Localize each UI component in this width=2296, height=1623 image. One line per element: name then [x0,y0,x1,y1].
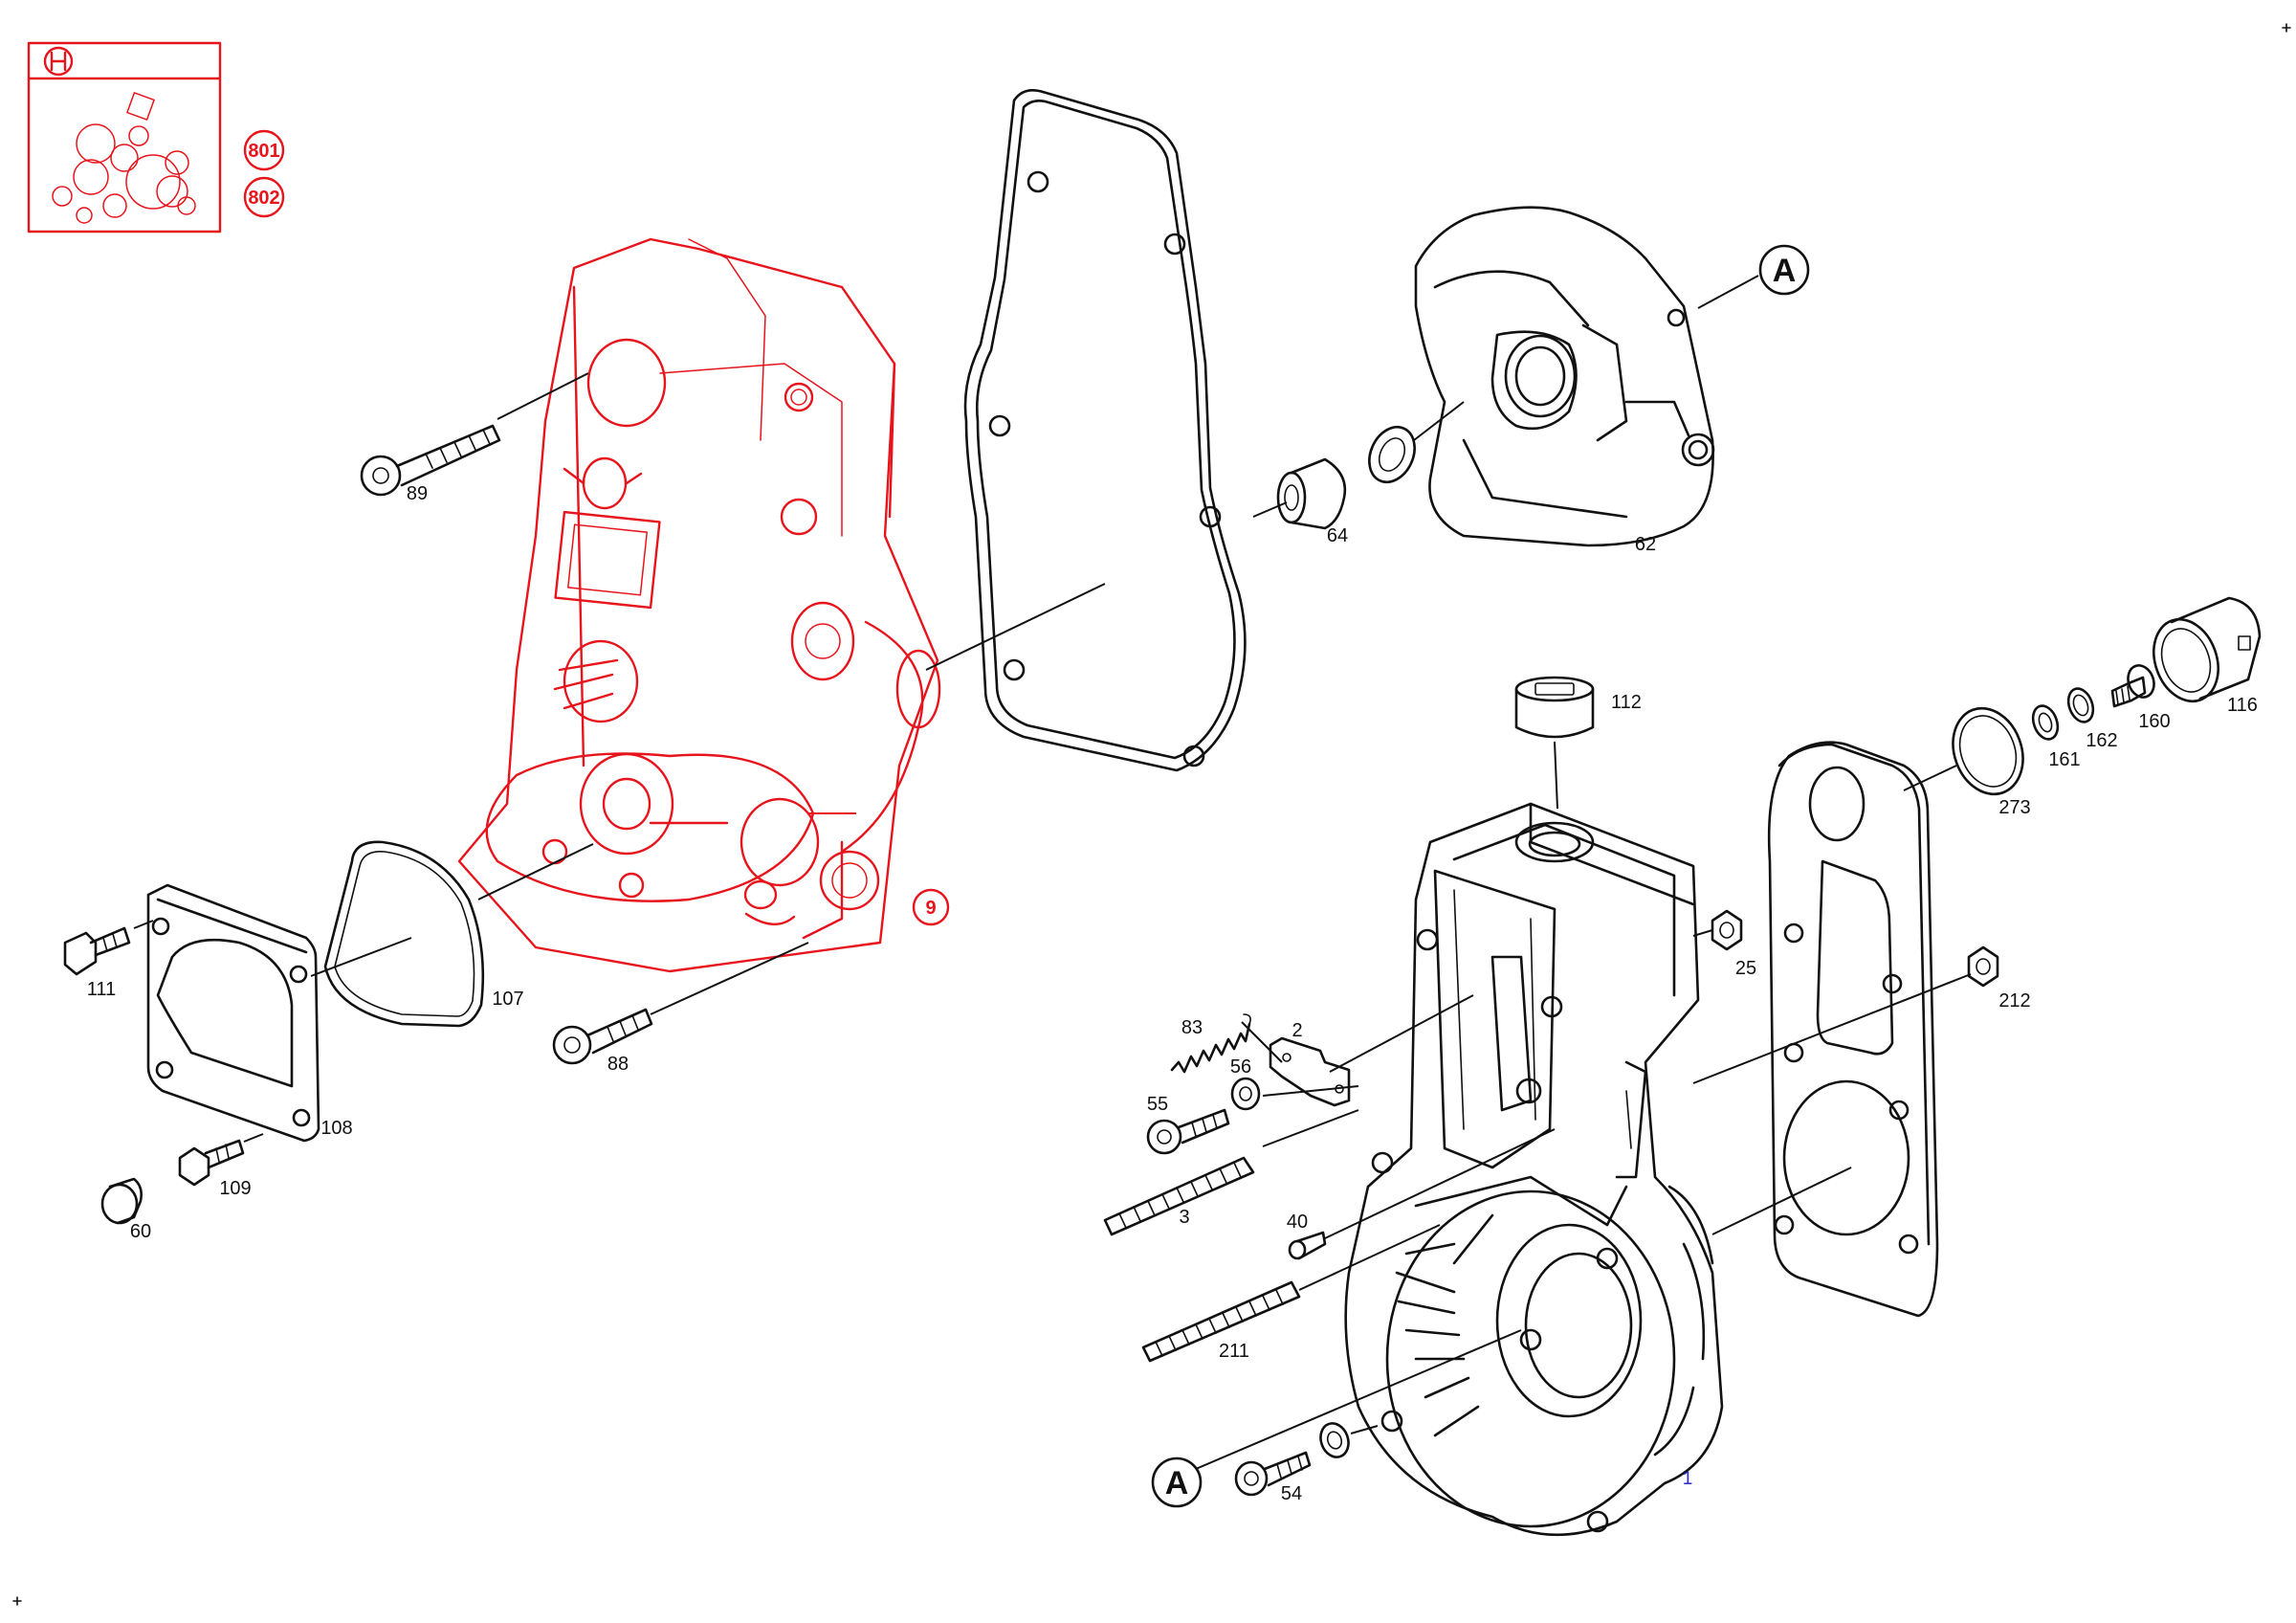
label-25: 25 [1735,958,1756,979]
seal-kit-box[interactable] [27,41,222,233]
marker-a-top-text: A [1773,253,1797,289]
label-83: 83 [1181,1017,1203,1038]
leader-40 [1324,1128,1556,1239]
leader-111 [133,920,154,929]
sleeve-116[interactable] [2143,596,2262,710]
washer-56[interactable] [1230,1077,1261,1111]
screw-54[interactable] [1234,1451,1312,1497]
label-116: 116 [2227,695,2258,716]
kit-802-badge[interactable]: 802 [243,176,285,218]
label-801: 801 [248,141,279,162]
bracket-2[interactable] [1269,1036,1351,1107]
label-54: 54 [1281,1483,1302,1504]
label-109: 109 [219,1178,251,1199]
leader-64-right [1413,401,1465,441]
label-88: 88 [607,1054,629,1075]
leader-107-housing [477,843,594,900]
label-40: 40 [1287,1212,1308,1233]
leader-64-left [1252,501,1288,518]
nut-212[interactable] [1967,945,1999,988]
label-64: 64 [1327,525,1348,546]
label-107: 107 [492,989,523,1010]
leader-112 [1554,741,1558,810]
nut-64[interactable] [1276,457,1347,530]
label-89: 89 [407,483,428,504]
label-211: 211 [1219,1341,1249,1362]
screw-88[interactable] [552,1008,653,1065]
screw-160[interactable] [2110,662,2158,708]
cap-60[interactable] [100,1177,143,1225]
governor-housing-9[interactable] [457,237,941,973]
label-62: 62 [1635,534,1656,555]
label-1: 1 [1683,1469,1693,1489]
leader-a-top [1697,275,1759,309]
seal-kit-icon [52,92,196,224]
upper-housing-62[interactable] [1414,206,1715,547]
leader-88 [650,942,809,1015]
oring-273[interactable] [1941,699,2034,804]
marker-a-bottom-text: A [1165,1465,1189,1501]
ref-marker-a-bottom[interactable]: A [1151,1456,1203,1508]
screw-89[interactable] [360,424,501,497]
leader-211 [1298,1224,1441,1291]
leader-gasket-right [1711,1167,1852,1235]
part-labels: 89 64 62 112 116 160 162 161 273 25 212 … [87,483,2258,1504]
label-161: 161 [2048,749,2080,770]
kit-801-badge[interactable]: 801 [243,129,285,171]
plug-112[interactable] [1514,676,1595,739]
gasket-right[interactable] [1767,741,1939,1318]
label-160: 160 [2138,711,2170,732]
stud-211[interactable] [1141,1280,1301,1363]
leader-54 [1350,1425,1379,1434]
main-housing-1[interactable] [1344,802,1724,1537]
leader-83 [1241,1021,1283,1063]
screw-55[interactable] [1146,1108,1230,1155]
label-60: 60 [130,1221,151,1242]
nut-25[interactable] [1711,909,1743,951]
label-108: 108 [320,1118,352,1139]
leader-109 [243,1133,264,1143]
screw-109[interactable] [178,1139,245,1187]
label-273: 273 [1998,797,2030,818]
label-112: 112 [1611,692,1642,713]
leader-89 [497,372,589,420]
label-55: 55 [1147,1094,1168,1115]
washer-64[interactable] [1360,420,1423,490]
corner-marks [12,23,2291,1606]
label-162: 162 [2086,730,2117,751]
label-212: 212 [1998,990,2030,1012]
leader-a-bottom [1195,1329,1522,1470]
gasket-large[interactable] [963,89,1247,772]
cover-108[interactable] [146,883,320,1143]
washer-161[interactable] [2029,702,2063,743]
part-9-badge[interactable]: 9 [912,888,950,926]
leader-107 [310,937,412,977]
leader-212 [1692,973,1972,1084]
washer-54[interactable] [1316,1419,1354,1460]
bosch-logo-icon [43,46,74,77]
leader-25 [1692,929,1713,937]
leader-56 [1262,1085,1359,1097]
label-9: 9 [925,898,936,919]
washer-162[interactable] [2064,685,2098,725]
spring-83[interactable] [1170,1013,1251,1074]
leader-55 [1262,1109,1359,1147]
pin-40[interactable] [1288,1231,1327,1260]
label-802: 802 [248,188,279,209]
leader-gasket-center [925,583,1106,671]
stud-3[interactable] [1103,1156,1255,1236]
gasket-107[interactable] [323,840,485,1028]
leader-2 [1329,994,1474,1073]
bolt-111[interactable] [63,926,131,976]
label-111: 111 [87,979,116,1000]
label-56: 56 [1230,1056,1251,1078]
ref-marker-a-top[interactable]: A [1758,244,1810,296]
label-2: 2 [1292,1020,1302,1041]
label-3: 3 [1179,1207,1189,1228]
